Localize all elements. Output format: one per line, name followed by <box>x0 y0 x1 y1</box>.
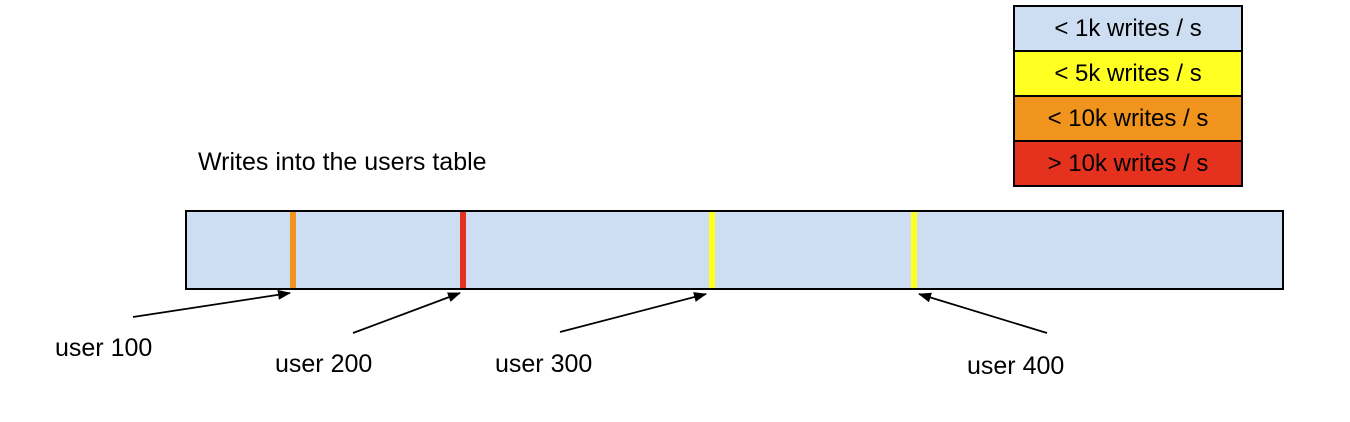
user-label: user 300 <box>495 350 593 378</box>
legend-item: < 10k writes / s <box>1013 95 1243 142</box>
legend-item: > 10k writes / s <box>1013 140 1243 187</box>
user-label: user 400 <box>967 352 1065 380</box>
user-arrow <box>918 292 1048 334</box>
user-marker-line <box>290 212 296 288</box>
legend-item: < 5k writes / s <box>1013 50 1243 97</box>
legend-item-label: < 1k writes / s <box>1054 14 1202 42</box>
legend-item-label: < 5k writes / s <box>1054 59 1202 87</box>
legend-item-label: < 10k writes / s <box>1047 104 1209 132</box>
user-marker-line <box>911 212 917 288</box>
user-marker-line <box>460 212 466 288</box>
legend: < 1k writes / s < 5k writes / s < 10k writ… <box>1013 5 1243 187</box>
legend-item: < 1k writes / s <box>1013 5 1243 52</box>
user-label: user 100 <box>55 334 153 362</box>
users-table-bar <box>185 210 1284 290</box>
user-marker-line <box>709 212 715 288</box>
user-arrow <box>559 292 707 333</box>
diagram-title: Writes into the users table <box>198 148 487 176</box>
user-arrow <box>132 289 291 318</box>
user-arrow <box>352 292 461 334</box>
user-label: user 200 <box>275 350 373 378</box>
legend-item-label: > 10k writes / s <box>1047 149 1209 177</box>
